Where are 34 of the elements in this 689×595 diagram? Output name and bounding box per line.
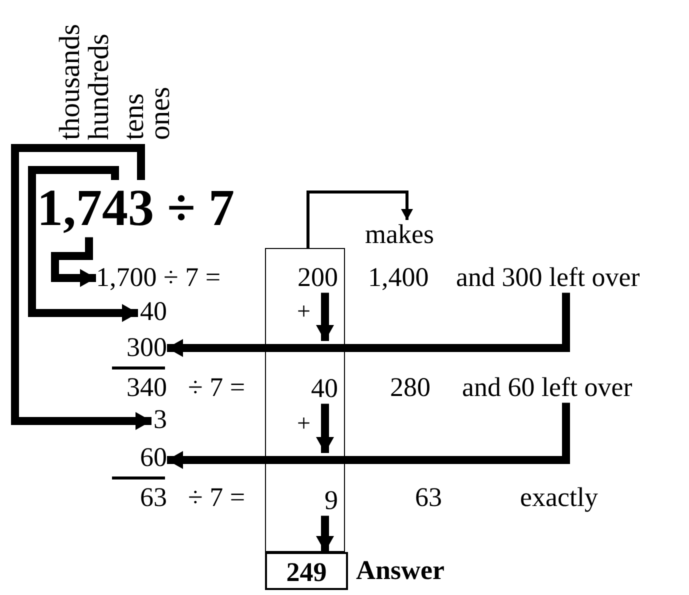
- arrow: [316, 292, 334, 341]
- arrow: [306, 190, 413, 248]
- arrow: [167, 292, 570, 357]
- product: 1,400: [368, 263, 429, 293]
- number: 300: [126, 333, 167, 363]
- arrow: [316, 404, 334, 453]
- operator-text: ÷ 7 =: [188, 483, 246, 513]
- place-value-label: thousands: [57, 24, 85, 140]
- product: 280: [390, 373, 430, 403]
- partial-quotient: 40: [282, 341, 338, 404]
- number: 40: [140, 297, 167, 327]
- place-value-label: ones: [147, 86, 175, 140]
- quotient-column: [265, 248, 345, 552]
- partial-quotient: 9: [282, 453, 338, 516]
- partial-quotient: 200: [282, 263, 338, 293]
- number: 3: [154, 405, 167, 435]
- answer-label: Answer: [356, 556, 444, 586]
- number: 60: [140, 443, 167, 473]
- dividend-expression: 1,743 ÷ 7: [37, 180, 235, 238]
- remainder-note: and 60 left over: [462, 373, 632, 403]
- arrow: [167, 402, 570, 469]
- number: 63: [140, 483, 167, 513]
- remainder-note: and 300 left over: [456, 263, 640, 293]
- arrow: [28, 166, 138, 322]
- place-value-label: tens: [121, 93, 149, 140]
- operator-text: ÷ 7 =: [188, 373, 246, 403]
- answer-box: 249: [265, 552, 348, 590]
- division-step: 1,700 ÷ 7 =: [96, 263, 221, 293]
- place-value-label: hundreds: [86, 34, 114, 140]
- product: 63: [415, 483, 442, 513]
- number: 340: [126, 373, 167, 403]
- arrow: [51, 237, 96, 287]
- note: makes: [365, 220, 434, 250]
- note: exactly: [520, 483, 598, 513]
